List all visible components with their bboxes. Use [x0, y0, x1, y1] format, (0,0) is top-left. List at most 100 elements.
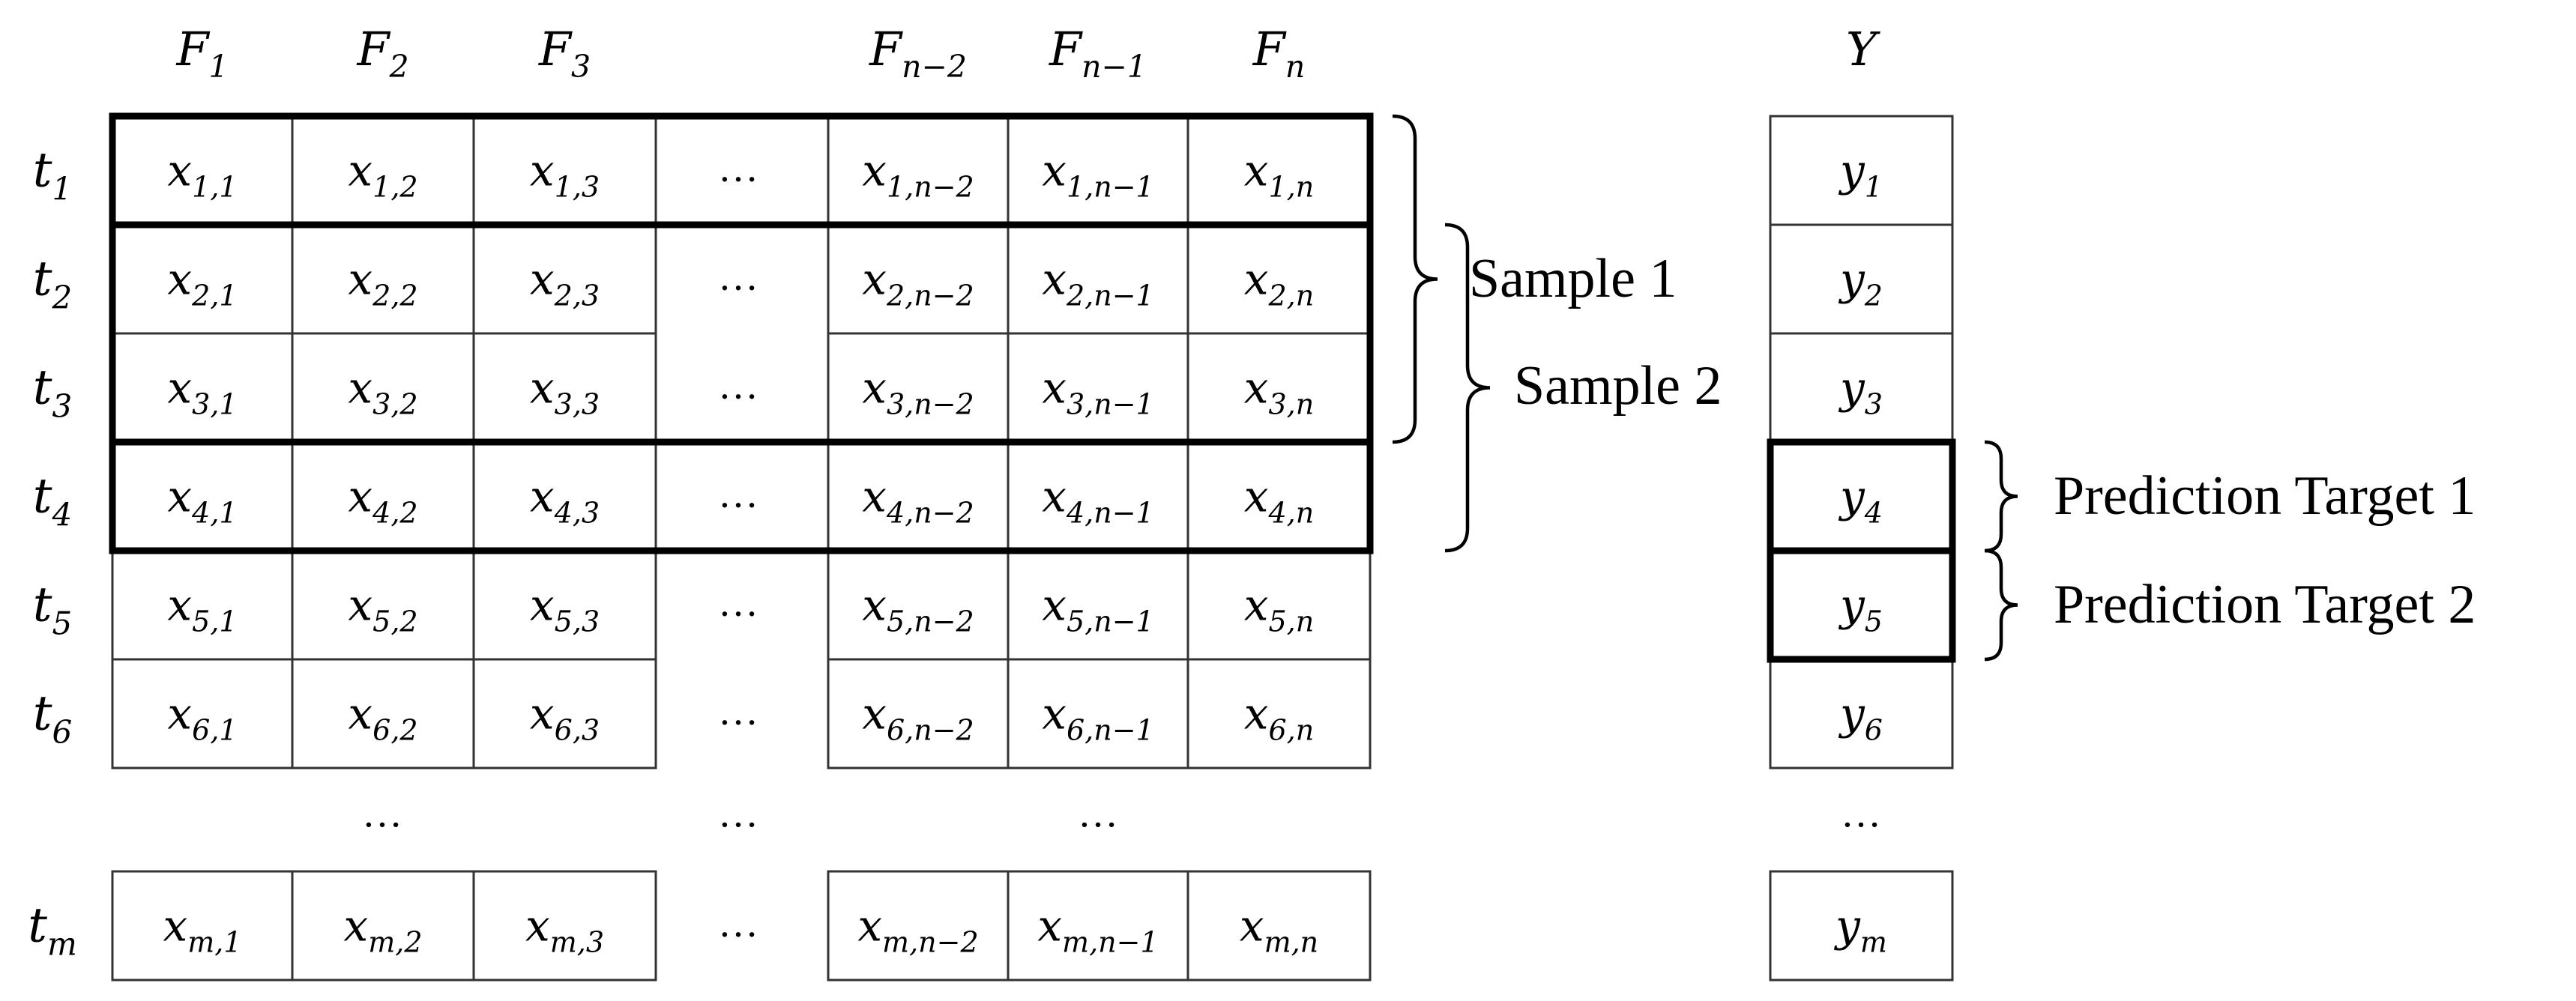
prediction-target-2-brace	[1984, 548, 2018, 662]
matrix-cell-value-base: x	[1244, 145, 1269, 196]
matrix-cell-value-subscript: 4,1	[191, 497, 237, 530]
matrix-cell-value-subscript: 5,n	[1268, 605, 1314, 638]
matrix-cell-value-base: x	[1244, 689, 1269, 740]
matrix-cell-value-base: x	[530, 580, 555, 631]
matrix-cell-value: x1,n	[1244, 145, 1314, 204]
matrix-cell-value-base: x	[1037, 901, 1062, 952]
matrix-cell-value-subscript: 6,3	[555, 714, 600, 747]
matrix-cell-value-base: x	[530, 363, 555, 414]
target-cell-value-subscript: 5	[1865, 605, 1883, 638]
matrix-cell-value: x3,1	[167, 363, 237, 421]
prediction-target-2-label: Prediction Target 2	[2054, 574, 2476, 635]
matrix-cell-value-base: x	[348, 145, 372, 196]
target-cell-value: y6	[1838, 689, 1883, 747]
matrix-cell-value: x6,n−1	[1042, 689, 1153, 747]
matrix-cell-value-subscript: 3,2	[372, 388, 417, 421]
feature-header-6-subscript: n	[1285, 49, 1305, 85]
prediction-target-1-brace	[1984, 440, 2018, 553]
target-cell-box	[1769, 870, 1954, 982]
matrix-cell-value-base: x	[862, 580, 887, 631]
matrix-cell-value: x5,n−1	[1042, 580, 1153, 638]
column-ellipsis: …	[718, 901, 758, 946]
matrix-cell-value-subscript: 6,2	[372, 714, 417, 747]
matrix-cell-value-subscript: 4,2	[372, 497, 417, 530]
time-label-2: t2	[33, 252, 72, 316]
feature-header-1: F1	[175, 22, 228, 85]
target-cell-value: y4	[1838, 471, 1883, 530]
matrix-cell-value-subscript: 6,n−1	[1067, 714, 1154, 747]
matrix-cell-value-base: x	[862, 689, 887, 740]
matrix-cell-value: x2,n−1	[1042, 254, 1153, 312]
prediction-target-1-label: Prediction Target 1	[2054, 465, 2476, 527]
matrix-cell-value: x5,3	[530, 580, 600, 638]
annotation-braces	[1392, 114, 2018, 662]
matrix-cell-value-subscript: 5,3	[555, 605, 600, 638]
matrix-cell-value-base: x	[1042, 689, 1067, 740]
sample-1-label: Sample 1	[1469, 248, 1677, 309]
target-cell-value-subscript: 3	[1865, 388, 1883, 421]
matrix-cell-value-subscript: 6,n−2	[887, 714, 974, 747]
matrix-cell-value-subscript: 5,n−1	[1067, 605, 1154, 638]
matrix-cell-value: x6,1	[167, 689, 237, 747]
feature-header-4-base: F	[869, 22, 903, 76]
target-cell-value-subscript: m	[1860, 926, 1887, 959]
row-ellipsis: …	[718, 790, 758, 835]
matrix-cell-value-base: x	[862, 254, 887, 305]
target-cell-value: y5	[1838, 580, 1883, 638]
matrix-cell-value: x1,1	[167, 145, 237, 204]
matrix-cell-value-subscript: 2,n−2	[886, 279, 974, 312]
feature-header-4: Fn−2	[869, 22, 967, 85]
matrix-cell-value-base: x	[530, 689, 555, 740]
matrix-cell-value-base: x	[167, 689, 192, 740]
matrix-cell-value-subscript: 3,n−1	[1067, 388, 1154, 421]
matrix-cell-value-base: x	[167, 363, 192, 414]
matrix-cell-value-subscript: 3,3	[555, 388, 600, 421]
matrix-cell-value-subscript: 6,1	[192, 714, 237, 747]
matrix-cell-value-base: x	[857, 901, 882, 952]
matrix-cell-value: x6,2	[348, 689, 417, 747]
matrix-cell-value: x1,3	[530, 145, 600, 204]
matrix-cell-value-base: x	[167, 580, 192, 631]
matrix-cell-value: x4,n−1	[1042, 471, 1153, 530]
sample-1-brace	[1392, 114, 1438, 444]
matrix-cell-value: x4,2	[348, 471, 417, 530]
matrix-cell-value: x3,n−1	[1042, 363, 1153, 421]
matrix-cell-value: x2,n	[1244, 254, 1314, 312]
matrix-cell-value-base: x	[1042, 363, 1067, 414]
column-ellipsis: …	[718, 689, 758, 734]
matrix-cell-value-base: x	[1244, 254, 1269, 305]
matrix-cell-value-base: x	[530, 471, 555, 522]
matrix-cell-value-base: x	[348, 254, 372, 305]
matrix-cell-value-base: x	[1042, 254, 1067, 305]
matrix-cell-value-base: x	[862, 145, 887, 196]
target-cell-value-subscript: 4	[1864, 497, 1883, 530]
target-cell-value-base: y	[1833, 901, 1861, 952]
matrix-cell-value-subscript: 1,3	[555, 171, 600, 204]
ellipsis-marks: ……………………………	[362, 145, 1881, 946]
matrix-cell-value: xm,n	[1240, 901, 1318, 959]
matrix-cell-value-base: x	[530, 145, 555, 196]
feature-header-3: F3	[538, 22, 591, 85]
time-label-3: t3	[33, 360, 72, 425]
matrix-cell-box	[472, 658, 657, 769]
matrix-cell-value: x4,3	[530, 471, 600, 530]
matrix-cell-value-subscript: 4,n−2	[886, 497, 974, 530]
matrix-cell-value-subscript: m,2	[368, 926, 422, 959]
matrix-cell-value-subscript: 2,n−1	[1066, 279, 1154, 312]
matrix-cell-value-base: x	[348, 471, 372, 522]
time-label-6-base: t	[33, 686, 52, 742]
matrix-cell-value-subscript: 4,n	[1267, 497, 1314, 530]
time-label-1-base: t	[33, 143, 52, 199]
matrix-cell-value-subscript: 1,n−1	[1067, 171, 1154, 204]
target-cell-value-base: y	[1838, 363, 1865, 414]
matrix-cell-value: x3,2	[348, 363, 417, 421]
column-ellipsis: …	[718, 363, 758, 408]
matrix-cell-value-base: x	[163, 901, 187, 952]
matrix-cell-value: xm,n−1	[1037, 901, 1158, 959]
matrix-cell-value: x1,2	[348, 145, 417, 204]
matrix-cell-value: x5,1	[167, 580, 237, 638]
column-ellipsis: …	[718, 145, 758, 190]
time-label-1: t1	[33, 143, 72, 208]
